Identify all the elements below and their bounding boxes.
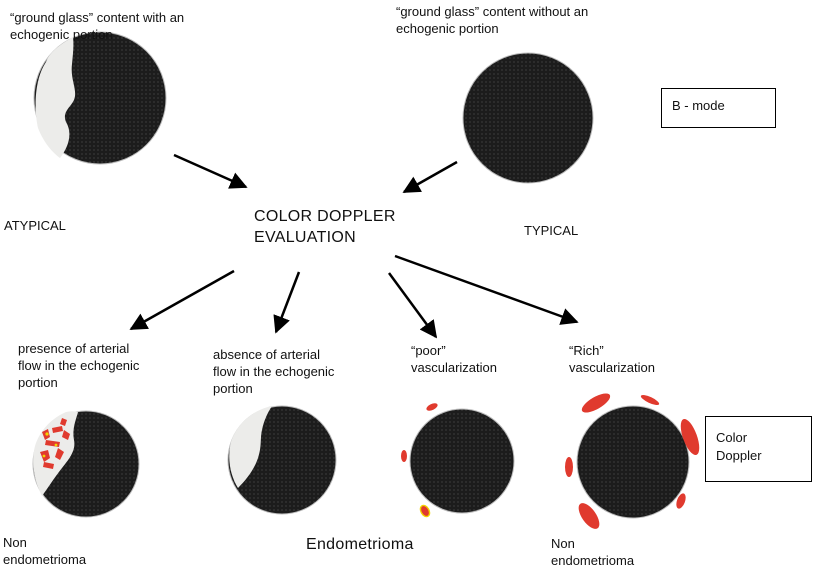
arrow-doppler-to-arterial — [129, 269, 235, 331]
cyst-rich-vascularization — [565, 393, 700, 529]
atypical-description: “ground glass” content with an echogenic… — [10, 10, 185, 42]
echogenic-portion-no-flow — [229, 406, 272, 488]
echogenic-portion — [35, 37, 76, 158]
non-endometrioma-left: Non endometrioma — [3, 535, 87, 567]
b-mode-box: B - mode — [661, 88, 776, 128]
non-endometrioma-right: Non endometrioma — [551, 536, 635, 568]
arrow-doppler-to-rich — [394, 254, 579, 325]
color-doppler-box: Color Doppler — [705, 416, 812, 482]
cyst-no-arterial-flow — [227, 405, 337, 515]
cyst-arterial-flow — [32, 410, 140, 518]
no-arterial-flow-label: absence of arterial flow in the echogeni… — [213, 347, 335, 396]
cyst-typical-bmode — [462, 52, 594, 184]
rich-vascularization-label: “Rich” vascularization — [569, 343, 655, 375]
cyst-atypical-bmode — [33, 31, 167, 165]
arrow-doppler-to-poor — [387, 272, 438, 339]
arrow-atypical-to-doppler — [173, 153, 248, 189]
atypical-label: ATYPICAL — [4, 218, 66, 233]
color-doppler-evaluation-title: COLOR DOPPLER EVALUATION — [254, 208, 396, 246]
rich-flow-signals — [565, 393, 700, 529]
arrow-typical-to-doppler — [402, 160, 458, 194]
poor-vascularization-label: “poor” vascularization — [411, 343, 497, 375]
typical-label: TYPICAL — [524, 223, 579, 238]
endometrioma-label: Endometrioma — [306, 536, 414, 553]
arterial-flow-highlights — [42, 432, 58, 458]
cyst-poor-vascularization — [401, 403, 515, 518]
arterial-flow-label: presence of arterial flow in the echogen… — [18, 341, 140, 390]
typical-description: “ground glass” content without an echoge… — [396, 4, 589, 36]
poor-flow-signals — [401, 403, 438, 518]
arrow-doppler-to-no-arterial — [273, 271, 301, 334]
